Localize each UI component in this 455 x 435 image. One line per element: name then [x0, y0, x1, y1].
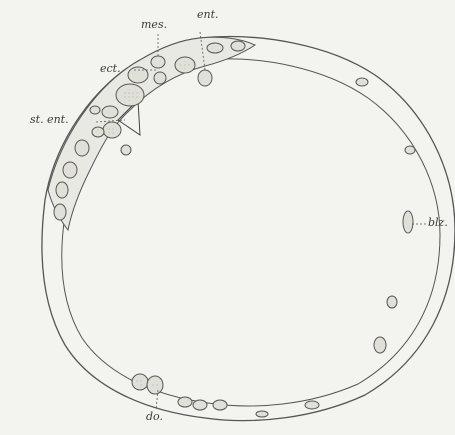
cell: [231, 41, 245, 51]
cell: [54, 204, 66, 220]
cell: [178, 397, 192, 407]
cell: [128, 67, 148, 83]
cell: [90, 106, 100, 114]
label-do: do.: [146, 410, 163, 423]
label-ect: ect.: [100, 62, 121, 75]
cell: [92, 127, 104, 137]
cell: [403, 211, 413, 233]
cell: [63, 162, 77, 178]
cell: [256, 411, 268, 417]
cell: [151, 56, 165, 68]
cell: [387, 296, 397, 308]
cell: [198, 70, 212, 86]
cell: [207, 43, 223, 53]
cell: [121, 145, 131, 155]
cell: [213, 400, 227, 410]
cell: [305, 401, 319, 409]
cell: [102, 106, 118, 118]
cell: [374, 337, 386, 353]
embryonic-thickening: [48, 37, 255, 230]
label-ent: ent.: [197, 8, 219, 21]
label-mes: mes.: [141, 18, 167, 31]
cell: [75, 140, 89, 156]
cell: [56, 182, 68, 198]
label-blz: blz.: [428, 216, 448, 229]
cell: [405, 146, 415, 154]
label-st-ent: st. ent.: [30, 113, 69, 126]
cell: [193, 400, 207, 410]
cell: [154, 72, 166, 84]
cell: [356, 78, 368, 86]
